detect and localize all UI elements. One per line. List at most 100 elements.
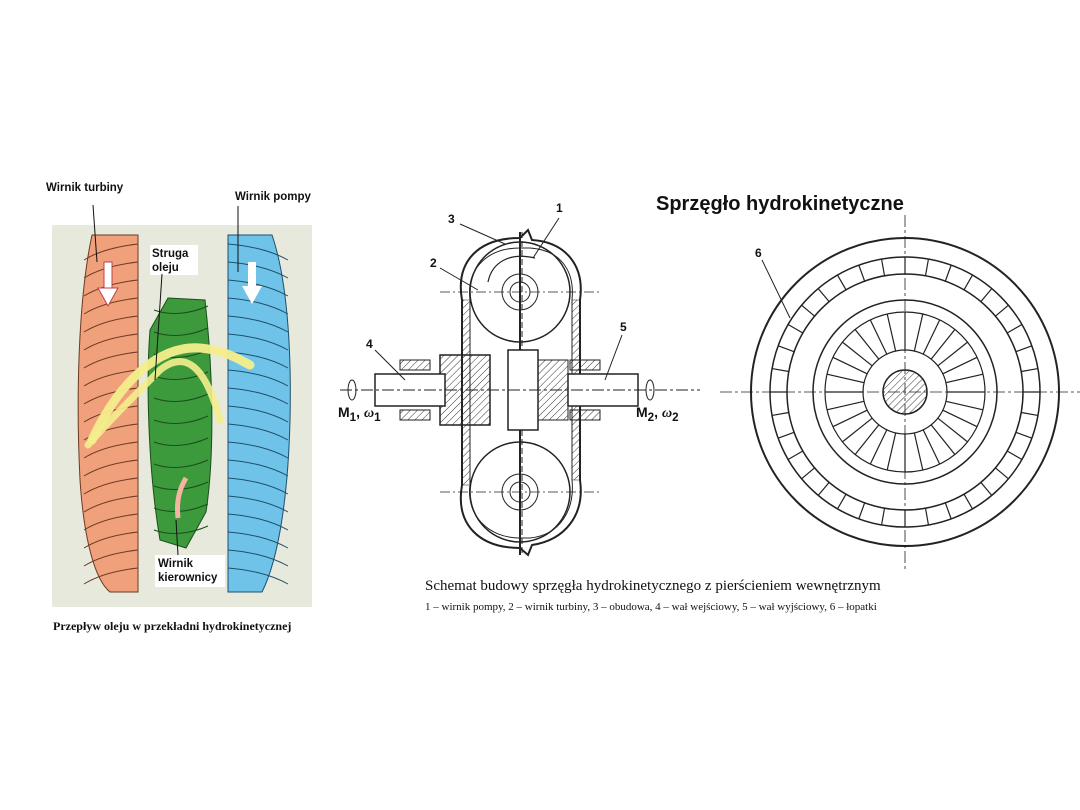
outer-blade (801, 304, 815, 317)
stator-label: Wirnik kierownicy (158, 558, 218, 584)
right-bearing-bottom (569, 409, 601, 421)
pump-blade (227, 333, 289, 351)
turbine-blade (83, 459, 139, 477)
turbine-blade (83, 243, 139, 261)
flow-arrow (487, 255, 536, 283)
oil-flow-illustration (52, 204, 312, 607)
outer-blade (787, 450, 804, 461)
pump-blade (227, 567, 289, 585)
turbine-blade (83, 513, 139, 531)
pump-label: Wirnik pompy (235, 191, 311, 203)
pump-runner (227, 234, 291, 593)
outer-blade (944, 264, 952, 282)
stator-blade (153, 393, 209, 402)
inner-blade (942, 409, 978, 428)
outer-blade (1015, 431, 1033, 439)
turbine-blade (83, 387, 139, 405)
inner-blade (913, 432, 924, 471)
turbine-blade (83, 495, 139, 513)
leader-4 (374, 349, 406, 381)
stator-leader (175, 519, 179, 556)
outer-blade (963, 274, 974, 291)
inner-blade (937, 417, 968, 443)
inner-blade (886, 432, 897, 471)
turbine-blade (83, 441, 139, 459)
main-caption: Schemat budowy sprzęgła hydrokinetyczneg… (425, 578, 881, 594)
outer-blade (1021, 367, 1039, 373)
inner-blade (930, 424, 956, 455)
outer-blade (777, 345, 795, 353)
callout-2: 2 (430, 256, 437, 270)
outer-blade (858, 264, 866, 282)
outer-blade (980, 482, 993, 496)
stator-label-box (155, 555, 225, 587)
outer-blade (963, 493, 974, 510)
input-torque-label: M1, ω1 (338, 404, 381, 424)
stator-blade (153, 305, 209, 314)
turbine-blade (83, 315, 139, 333)
outer-blade (995, 467, 1009, 480)
outer-blade (924, 508, 930, 526)
left-bearing-bottom (399, 409, 431, 421)
leader-6 (761, 259, 791, 319)
input-rotation-arrow (347, 379, 357, 401)
inner-blade (869, 319, 888, 355)
stream-label-box (150, 245, 198, 275)
output-torque-label: M2, ω2 (636, 404, 679, 424)
pump-blade (227, 423, 289, 441)
front-view (720, 215, 1080, 570)
pump-blade (227, 279, 289, 297)
pump-blade (227, 459, 289, 477)
inner-blade (826, 400, 865, 411)
turbine-leader (92, 204, 98, 263)
pump-blade (227, 477, 289, 495)
inner-blade (945, 373, 984, 384)
callout-6: 6 (755, 246, 762, 260)
pump-blade (227, 243, 289, 261)
pump-blade (227, 369, 289, 387)
turbine-blade (83, 477, 139, 495)
turbine-blade (83, 567, 139, 585)
turbine-label: Wirnik turbiny (46, 182, 124, 194)
outer-blade (880, 508, 886, 526)
outer-blade (836, 493, 847, 510)
callout-3: 3 (448, 212, 455, 226)
callout-5: 5 (620, 320, 627, 334)
inner-blade (842, 417, 873, 443)
turbine-blade (83, 297, 139, 315)
section-view (340, 217, 700, 557)
stator-blade (153, 525, 209, 534)
stator-blade (153, 503, 209, 512)
leader-1 (532, 217, 560, 259)
inner-blade (842, 341, 873, 367)
left-bearing-top (399, 359, 431, 371)
outer-blade (777, 431, 795, 439)
inner-blade (869, 429, 888, 465)
outer-blade (858, 502, 866, 520)
outer-blade (995, 304, 1009, 317)
pump-blade (227, 441, 289, 459)
output-rotation-arrow (645, 379, 655, 401)
leader-2 (439, 267, 479, 291)
turbine-blade (83, 549, 139, 567)
oil-stream (87, 343, 255, 445)
pump-blade (227, 405, 289, 423)
inner-blade (930, 329, 956, 360)
outer-blade (801, 467, 815, 480)
left-figure-caption: Przepływ oleju w przekładni hydrokinetyc… (53, 619, 292, 633)
outer-blade (771, 411, 789, 417)
inner-blade (942, 356, 978, 375)
inner-blade (832, 356, 868, 375)
inner-blade (832, 409, 868, 428)
outer-blade (944, 502, 952, 520)
inner-blade (854, 424, 880, 455)
pump-blade (227, 315, 289, 333)
stream-leader (154, 273, 163, 381)
turbine-blade (83, 333, 139, 351)
legend-caption: 1 – wirnik pompy, 2 – wirnik turbiny, 3 … (425, 601, 877, 613)
outer-blade (1015, 345, 1033, 353)
turbine-blades (83, 243, 139, 585)
turbine-blade (83, 369, 139, 387)
inner-blade (886, 313, 897, 352)
outer-blade (787, 323, 804, 334)
